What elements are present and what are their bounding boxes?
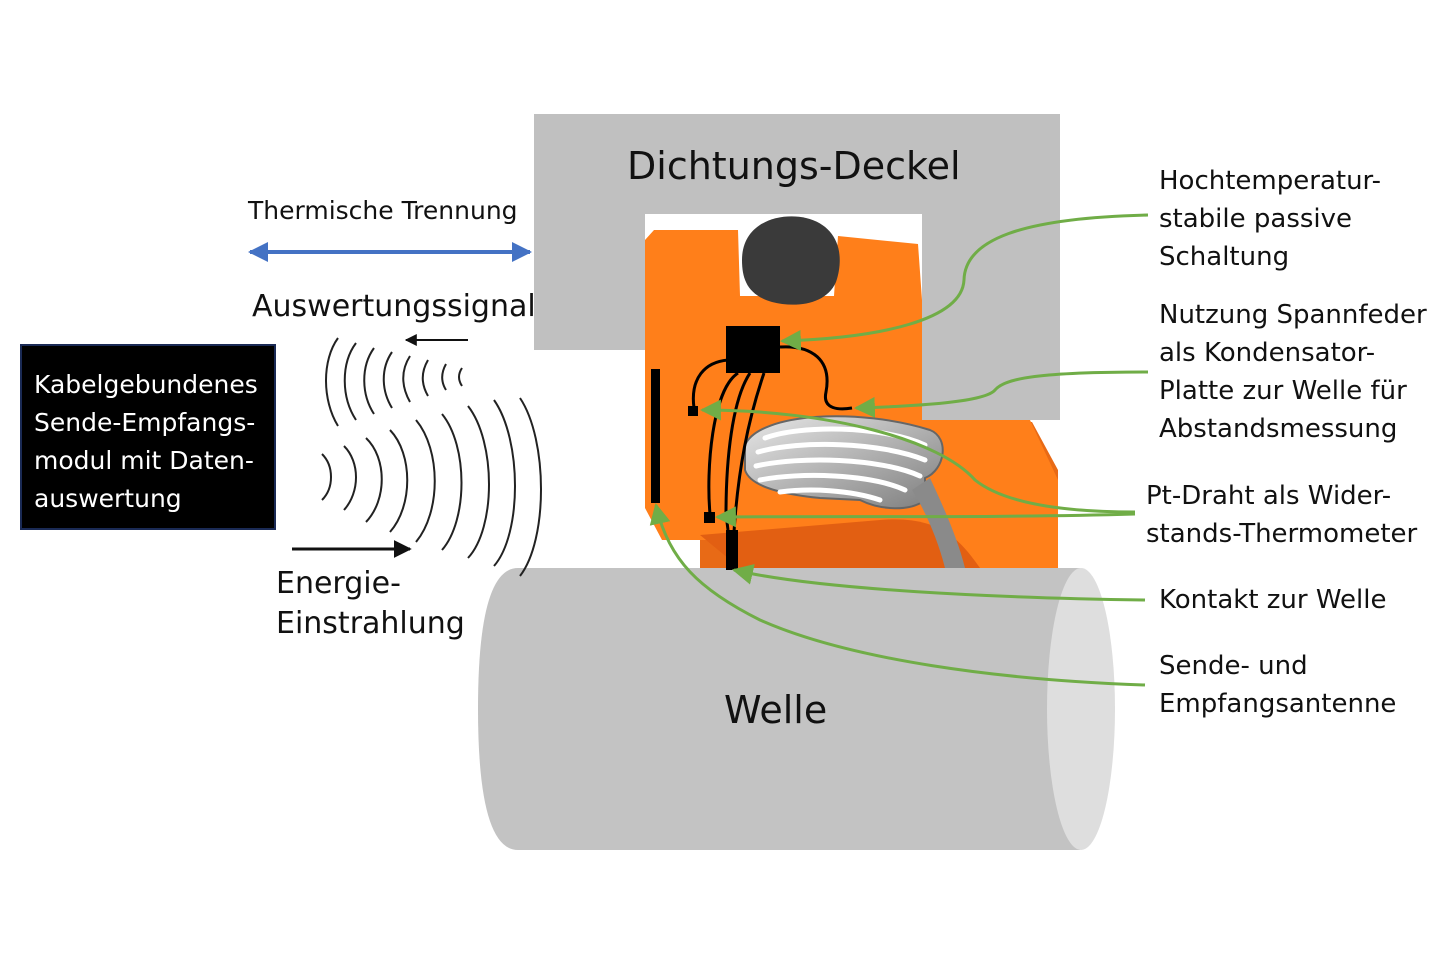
callout-antenna: Sende- und Empfangsantenne [1159,647,1396,723]
callout-antenna-line-2: Empfangsantenne [1159,689,1397,719]
callout-circuit: Hochtemperatur- stabile passive Schaltun… [1159,162,1381,276]
callout-line-antenna [649,502,1146,687]
callout-lines [649,213,1149,687]
pt-wire-sensor-lower [704,512,715,523]
module-label-line-2: Sende-Empfangs- [34,408,256,437]
callout-circuit-line-3: Schaltung [1159,242,1290,272]
antenna-bar [651,369,660,503]
callout-line-spring [853,370,1149,418]
callout-line-pt-lower [714,506,1136,528]
callout-spring-line-3: Platte zur Welle für [1159,376,1407,406]
energy-waves [321,397,542,577]
seal-cover [534,114,1060,420]
callout-spring-line-4: Abstandsmessung [1159,414,1398,444]
callout-spring-line-2: als Kondensator- [1159,338,1376,368]
callout-circuit-line-2: stabile passive [1159,204,1353,234]
energy-label: Energie- Einstrahlung [276,564,465,644]
module-label-line-3: modul mit Daten- [34,446,254,475]
callout-circuit-line-1: Hochtemperatur- [1159,166,1381,196]
callout-antenna-line-1: Sende- und [1159,651,1308,681]
module-label-line-1: Kabelgebundenes [34,370,258,399]
shaft-label: Welle [724,688,828,732]
callout-contact: Kontakt zur Welle [1159,581,1387,619]
module-label: Kabelgebundenes Sende-Empfangs- modul mi… [34,366,258,518]
callout-spring-line-1: Nutzung Spannfeder [1159,300,1427,330]
thermal-separation-label: Thermische Trennung [248,196,518,225]
callout-line-contact [731,564,1146,602]
energy-label-line-2: Einstrahlung [276,606,465,641]
callout-contact-line-1: Kontakt zur Welle [1159,585,1387,615]
cover-label: Dichtungs-Deckel [627,144,961,188]
callout-line-circuit [779,213,1149,351]
seal-inner-shade [700,519,980,568]
seal-main-body [645,230,1058,568]
evaluation-signal-label: Auswertungssignal [252,289,536,324]
pt-wire-sensor-upper [688,406,698,416]
callout-pt-wire-line-2: stands-Thermometer [1146,519,1418,549]
o-ring [742,216,840,305]
callout-spring: Nutzung Spannfeder als Kondensator- Plat… [1159,296,1427,448]
shaft-cylinder [478,568,1115,850]
shaft-contact-pin [726,530,738,570]
evaluation-signal-waves [325,337,463,427]
transceiver-module-box: Kabelgebundenes Sende-Empfangs- modul mi… [20,344,276,530]
energy-label-line-1: Energie- [276,566,401,601]
module-label-line-4: auswertung [34,484,182,513]
callout-line-pt-upper [699,399,1136,514]
callout-pt-wire: Pt-Draht als Wider- stands-Thermometer [1146,477,1417,553]
callout-pt-wire-line-1: Pt-Draht als Wider- [1146,481,1392,511]
